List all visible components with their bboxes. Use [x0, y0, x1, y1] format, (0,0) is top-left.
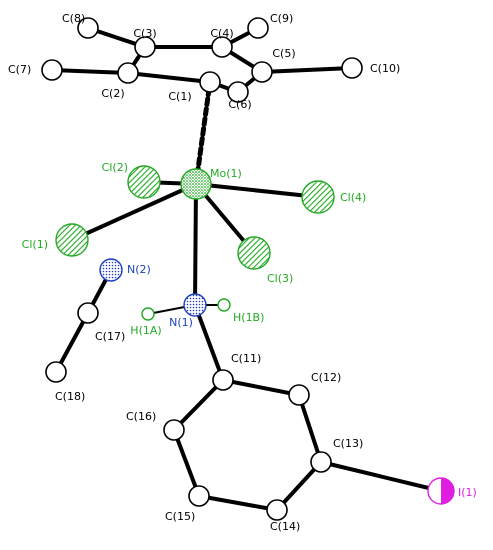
atom-c6: [227, 81, 249, 103]
atom-label-h1b: H(1B): [233, 311, 264, 324]
bond-c11-c12: [221, 378, 301, 397]
atom-mo1: [180, 168, 212, 200]
atom-c2: [117, 62, 139, 84]
atom-label-c4: C(4): [210, 27, 233, 40]
bond-c13-i1: [319, 460, 443, 493]
bond-c2-c7: [50, 68, 130, 75]
atom-cl1: [55, 223, 89, 257]
bond-n1-c11: [193, 303, 225, 382]
atom-label-c2: C(2): [101, 87, 124, 100]
atom-c15: [188, 485, 210, 507]
atom-label-c5: C(5): [272, 47, 295, 60]
atom-c17: [77, 302, 99, 324]
atom-label-cl2: Cl(2): [102, 161, 128, 174]
atom-c11: [212, 369, 234, 391]
atom-label-c6: C(6): [228, 98, 251, 111]
atom-label-c18: C(18): [55, 390, 85, 403]
atom-c7: [41, 59, 63, 81]
atom-label-c9: C(9): [270, 12, 293, 25]
atom-cl4: [301, 180, 335, 214]
atom-c5: [251, 61, 273, 83]
atom-label-c3: C(3): [133, 27, 156, 40]
bond-c16-c11: [172, 378, 225, 432]
atom-label-c12: C(12): [311, 371, 341, 384]
atom-c3: [134, 36, 156, 58]
atom-h1b: [217, 298, 231, 312]
atom-c14: [266, 499, 288, 521]
atom-c12: [288, 384, 310, 406]
bond-c5-c10: [260, 66, 354, 74]
atom-c4: [211, 36, 233, 58]
atom-h1a: [141, 307, 155, 321]
atom-label-c15: C(15): [165, 510, 195, 523]
bond-c13-c14: [275, 460, 323, 512]
atom-label-c16: C(16): [126, 410, 156, 423]
bond-mo1-cl1: [70, 182, 198, 242]
atom-label-mo1: Mo(1): [210, 167, 242, 180]
atom-label-cl1: Cl(1): [22, 238, 48, 251]
atom-label-h1a: H(1A): [130, 324, 161, 337]
atom-label-cl4: Cl(4): [340, 191, 366, 204]
atom-c13: [310, 451, 332, 473]
bond-mo1-cl4: [194, 182, 320, 199]
atom-label-n1: N(1): [169, 316, 193, 329]
atom-c9: [247, 17, 269, 39]
atom-label-c7: C(7): [8, 63, 31, 76]
atom-c16: [163, 419, 185, 441]
atom-label-n2: N(2): [127, 263, 151, 276]
atom-cl2: [127, 165, 161, 199]
atom-label-c8: C(8): [62, 12, 85, 25]
bond-mo1-n1: [193, 182, 198, 307]
atom-label-cl3: Cl(3): [267, 272, 293, 285]
atom-label-c10: C(10): [370, 62, 400, 75]
atom-i1-shade: [441, 478, 454, 504]
atom-label-c1: C(1): [168, 90, 191, 103]
atom-label-c14: C(14): [270, 520, 300, 533]
atom-n2: [99, 258, 123, 282]
atom-n1: [183, 293, 207, 317]
atom-label-c13: C(13): [333, 437, 363, 450]
atom-c10: [341, 57, 363, 79]
atom-c8: [77, 17, 99, 39]
bond-c17-c18: [54, 311, 90, 374]
bond-c15-c16: [172, 428, 201, 498]
atom-cl3: [237, 236, 271, 270]
atom-label-c17: C(17): [95, 330, 125, 343]
atom-label-i1: I(1): [458, 486, 477, 499]
atom-c1: [199, 71, 221, 93]
bond-c1-c2: [126, 71, 212, 84]
bond-c14-c15: [197, 494, 279, 512]
atom-label-c11: C(11): [231, 352, 261, 365]
bond-c12-c13: [297, 393, 323, 464]
atom-c18: [45, 361, 67, 383]
dashed-bond-mo1-c1: [193, 79, 213, 187]
